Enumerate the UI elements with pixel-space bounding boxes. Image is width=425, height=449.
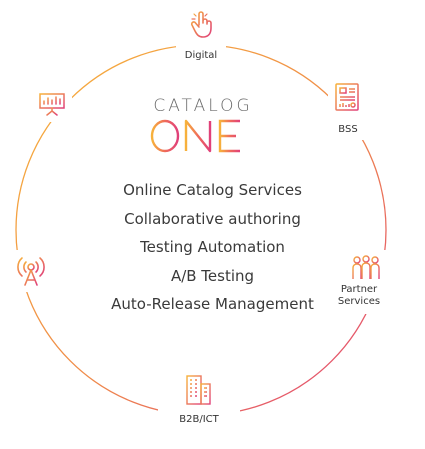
node-label-partner-services: Partner Services bbox=[334, 284, 384, 308]
document-icon bbox=[334, 82, 360, 112]
antenna-icon bbox=[16, 255, 46, 287]
service-item: Auto-Release Management bbox=[111, 295, 314, 313]
people-icon bbox=[351, 255, 381, 281]
service-item: Online Catalog Services bbox=[123, 181, 302, 199]
building-icon bbox=[184, 372, 212, 406]
node-label-digital: Digital bbox=[184, 50, 218, 61]
node-label-bss: BSS bbox=[338, 124, 358, 135]
partner-label-line1: Partner bbox=[340, 284, 378, 295]
hand-pointer-icon bbox=[190, 10, 216, 40]
services-list: Online Catalog Services Collaborative au… bbox=[70, 176, 355, 319]
service-item: Testing Automation bbox=[140, 238, 285, 256]
logo-one-wordmark bbox=[150, 119, 240, 153]
logo-catalog-text: CATALOG bbox=[153, 96, 253, 116]
service-item: Collaborative authoring bbox=[124, 209, 301, 228]
presentation-board-icon bbox=[38, 92, 66, 116]
partner-label-line2: Services bbox=[337, 296, 381, 307]
service-item: A/B Testing bbox=[170, 266, 255, 285]
node-label-b2b-ict: B2B/ICT bbox=[179, 414, 219, 425]
